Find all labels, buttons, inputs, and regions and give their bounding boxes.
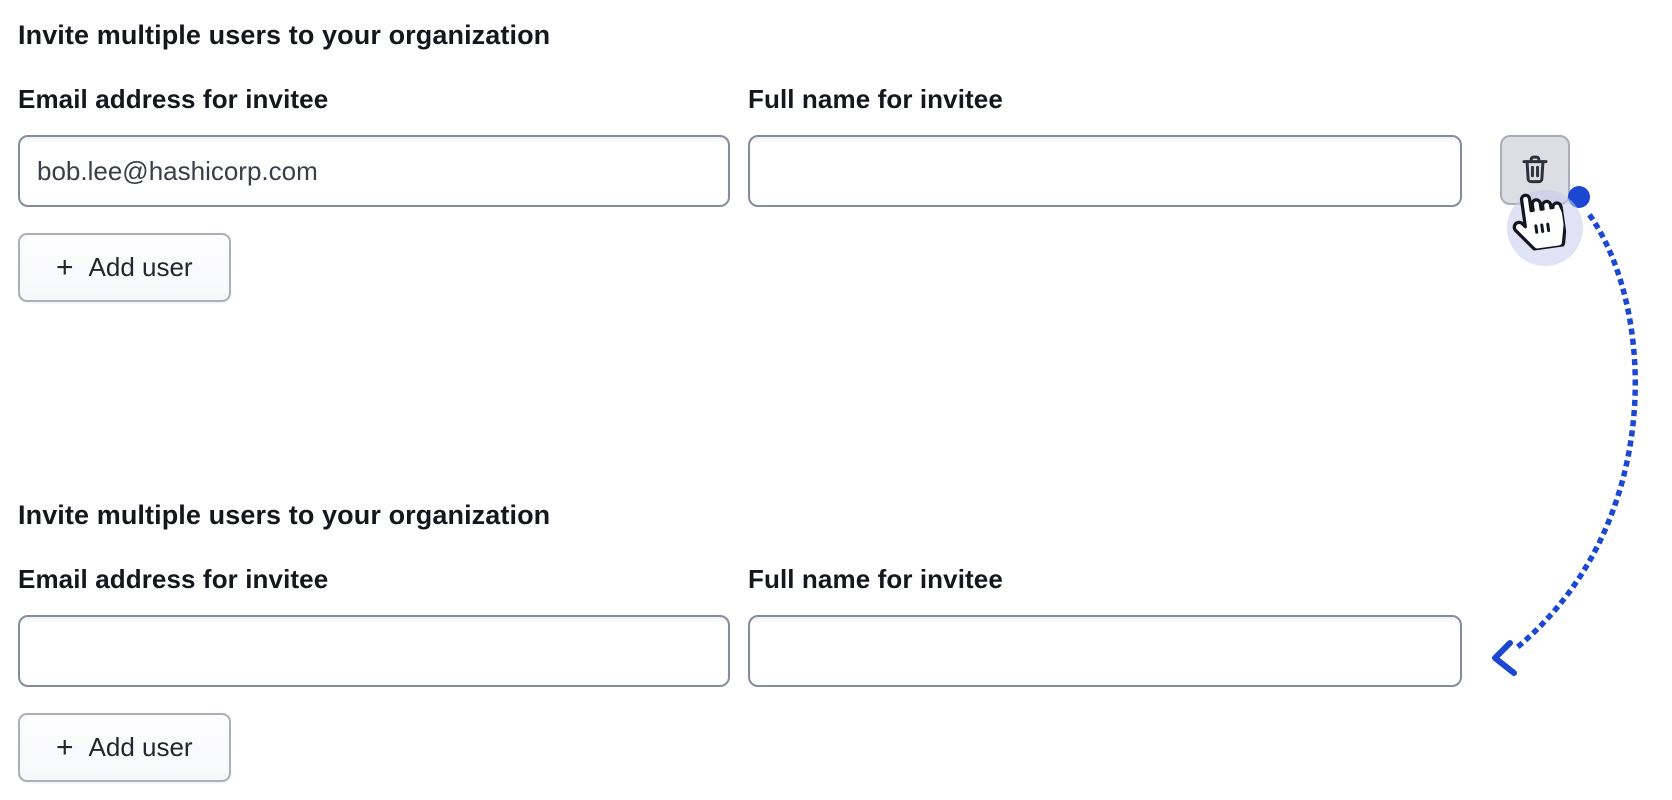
plus-icon: +	[56, 730, 74, 764]
email-field[interactable]	[18, 135, 730, 207]
email-field-group: Email address for invitee	[18, 84, 730, 207]
invite-form-after: Invite multiple users to your organizati…	[18, 500, 1672, 782]
invite-form-before: Invite multiple users to your organizati…	[18, 20, 1672, 302]
add-user-button[interactable]: + Add user	[18, 713, 231, 782]
delete-row-button[interactable]	[1500, 135, 1570, 205]
full-name-field-group: Full name for invitee	[748, 84, 1462, 207]
full-name-field[interactable]	[748, 615, 1462, 687]
add-user-button-label: Add user	[88, 732, 193, 762]
add-user-button-label: Add user	[88, 252, 193, 282]
full-name-label: Full name for invitee	[748, 564, 1003, 594]
email-label: Email address for invitee	[18, 564, 329, 594]
add-user-button[interactable]: + Add user	[18, 233, 231, 302]
trash-icon	[1518, 152, 1552, 189]
email-field-group: Email address for invitee	[18, 564, 730, 687]
page-title: Invite multiple users to your organizati…	[18, 20, 551, 50]
page-title-after: Invite multiple users to your organizati…	[18, 500, 551, 530]
invitee-row: Email address for invitee Full name for …	[18, 84, 1672, 207]
invitee-row: Email address for invitee Full name for …	[18, 564, 1672, 687]
email-field[interactable]	[18, 615, 730, 687]
full-name-label: Full name for invitee	[748, 84, 1003, 114]
plus-icon: +	[56, 250, 74, 284]
full-name-field[interactable]	[748, 135, 1462, 207]
full-name-field-group: Full name for invitee	[748, 564, 1462, 687]
email-label: Email address for invitee	[18, 84, 329, 114]
